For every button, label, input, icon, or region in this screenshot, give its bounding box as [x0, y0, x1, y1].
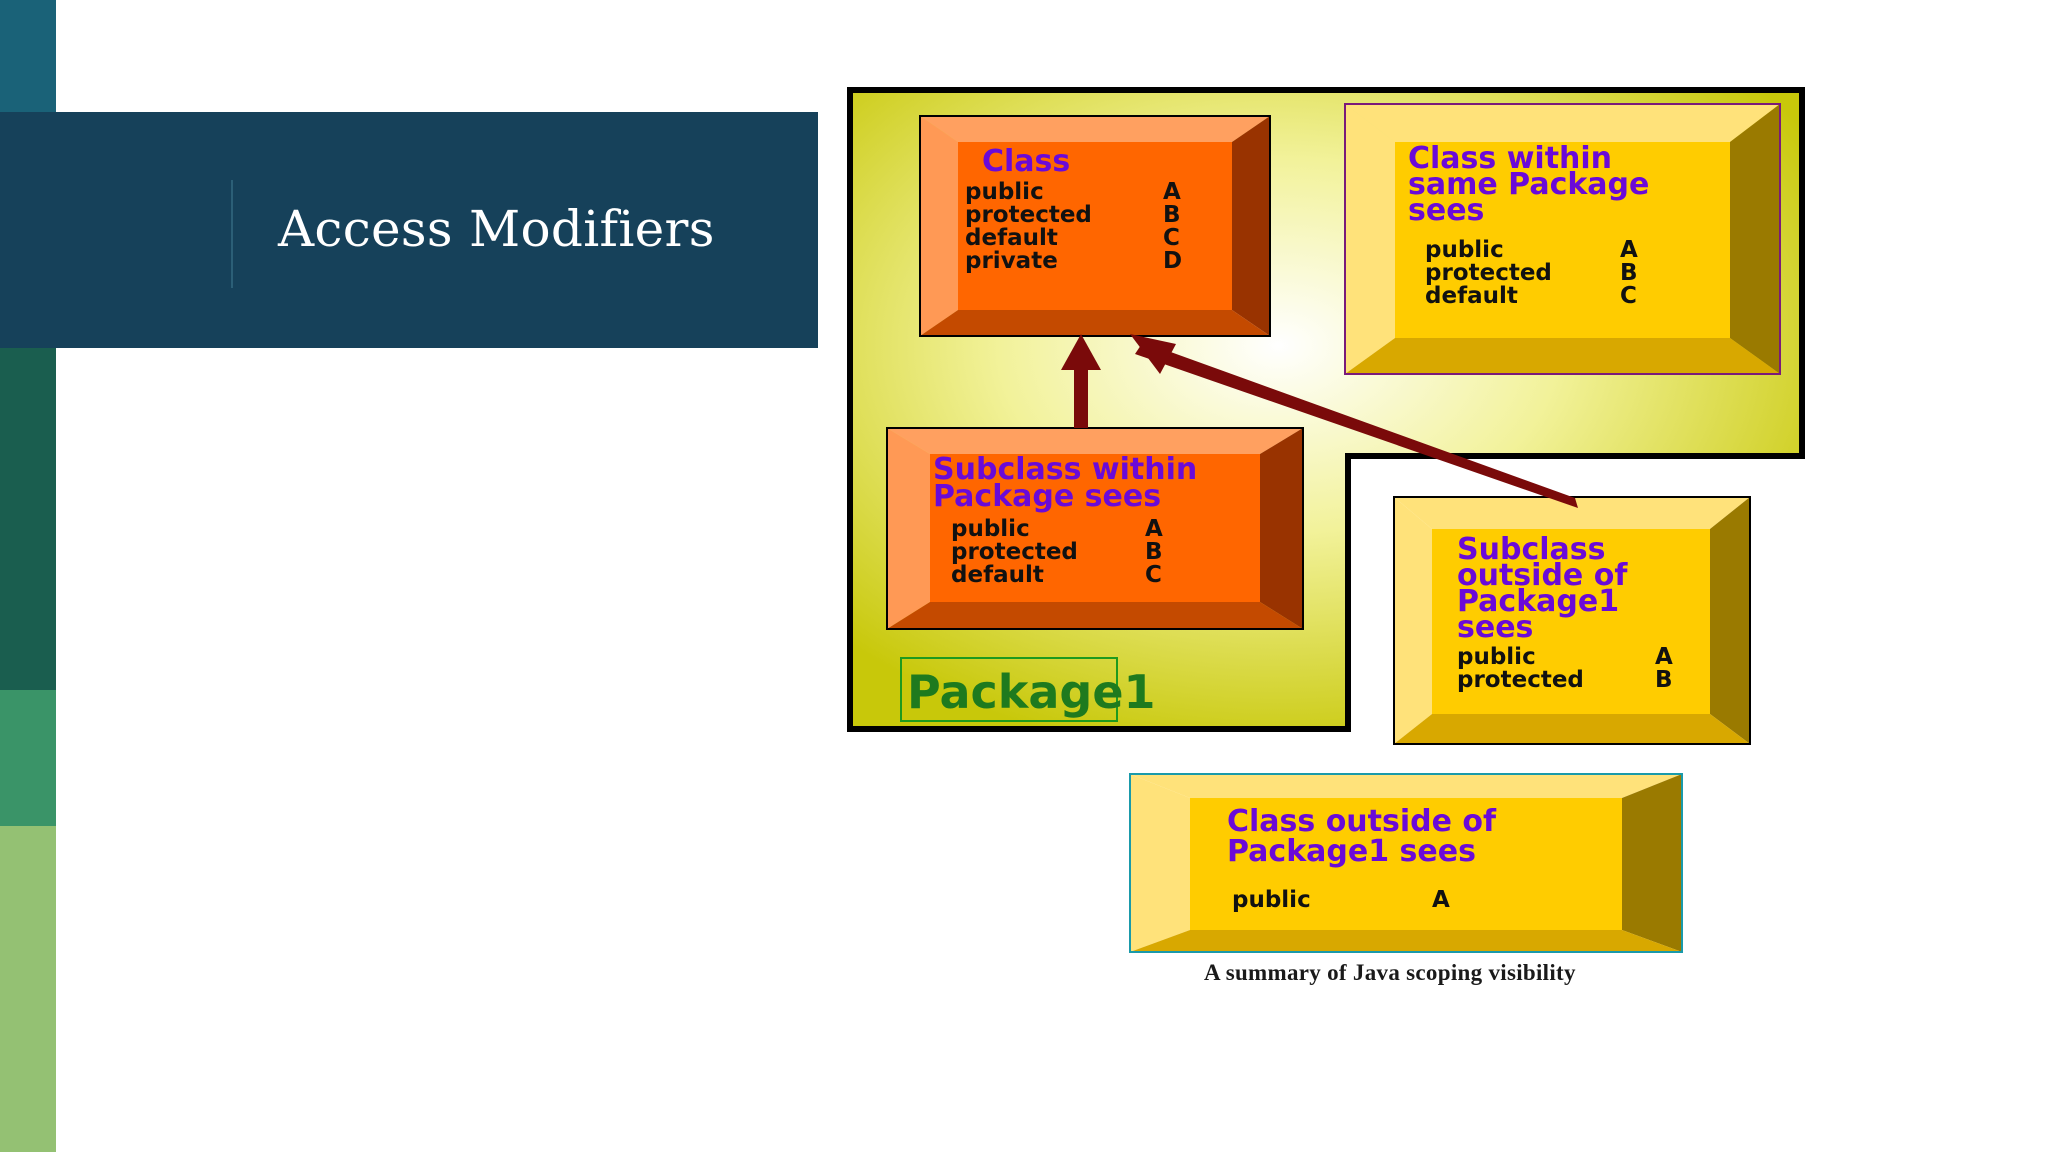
- subclass-outside-heading: Package1: [1457, 584, 1619, 619]
- same-package-heading: same Package: [1408, 167, 1649, 202]
- same-package-letter: C: [1620, 283, 1637, 309]
- subclass-within-modifier: default: [951, 562, 1044, 588]
- class-box-modifier: private: [965, 248, 1058, 274]
- class-box-letter: C: [1163, 225, 1180, 251]
- title-divider: [231, 180, 233, 288]
- class-box-modifier: protected: [965, 202, 1092, 228]
- same-package-modifier: default: [1425, 283, 1518, 309]
- subclass-within-heading: Subclass within: [933, 452, 1197, 487]
- class-outside-heading: Class outside of: [1227, 804, 1497, 839]
- class-box: [919, 115, 1271, 337]
- subclass-within-letter: B: [1145, 539, 1163, 565]
- class-outside-modifier: public: [1232, 887, 1311, 913]
- same-package-letter: B: [1620, 260, 1638, 286]
- subclass-outside-letter: A: [1655, 644, 1673, 670]
- subclass-within-heading: Package sees: [933, 479, 1161, 514]
- class-box-letter: D: [1163, 248, 1182, 274]
- subclass-within-letter: A: [1145, 516, 1163, 542]
- subclass-outside-heading: Subclass: [1457, 532, 1605, 567]
- same-package-letter: A: [1620, 237, 1638, 263]
- package-label-frame: [900, 657, 1118, 722]
- subclass-outside-modifier: public: [1457, 644, 1536, 670]
- class-outside-letter: A: [1432, 887, 1450, 913]
- subclass-within-modifier: public: [951, 516, 1030, 542]
- accent-stripe-4: [0, 690, 56, 826]
- package-label: Package1: [907, 665, 1156, 719]
- class-box-modifier: public: [965, 179, 1044, 205]
- same-package-box: [1344, 103, 1781, 375]
- subclass-outside-box: [1393, 496, 1751, 745]
- slide-title: Access Modifiers: [278, 200, 715, 258]
- subclass-outside-letter: B: [1655, 667, 1673, 693]
- same-package-heading: Class within: [1408, 141, 1612, 176]
- title-band: [0, 112, 818, 348]
- diagram-caption: A summary of Java scoping visibility: [1204, 960, 1576, 985]
- subclass-within-box: [886, 427, 1304, 630]
- arrow-subclass-outside-to-class: [1130, 334, 1578, 508]
- class-box-heading: Class: [982, 144, 1070, 179]
- accent-stripe-3: [0, 348, 56, 690]
- arrow-subclass-within-to-class: [1061, 334, 1101, 428]
- class-outside-box: [1129, 773, 1683, 953]
- class-outside-heading: Package1 sees: [1227, 834, 1476, 869]
- same-package-modifier: protected: [1425, 260, 1552, 286]
- same-package-modifier: public: [1425, 237, 1504, 263]
- same-package-heading: sees: [1408, 193, 1484, 228]
- accent-stripe-1: [0, 0, 56, 112]
- subclass-within-modifier: protected: [951, 539, 1078, 565]
- class-box-letter: A: [1163, 179, 1181, 205]
- scoping-diagram: Package1 Class public protected default …: [847, 87, 1805, 953]
- class-box-modifier: default: [965, 225, 1058, 251]
- accent-stripe-5: [0, 826, 56, 1152]
- class-box-letter: B: [1163, 202, 1181, 228]
- subclass-outside-modifier: protected: [1457, 667, 1584, 693]
- subclass-outside-heading: sees: [1457, 610, 1533, 645]
- subclass-within-letter: C: [1145, 562, 1162, 588]
- subclass-outside-heading: outside of: [1457, 558, 1628, 593]
